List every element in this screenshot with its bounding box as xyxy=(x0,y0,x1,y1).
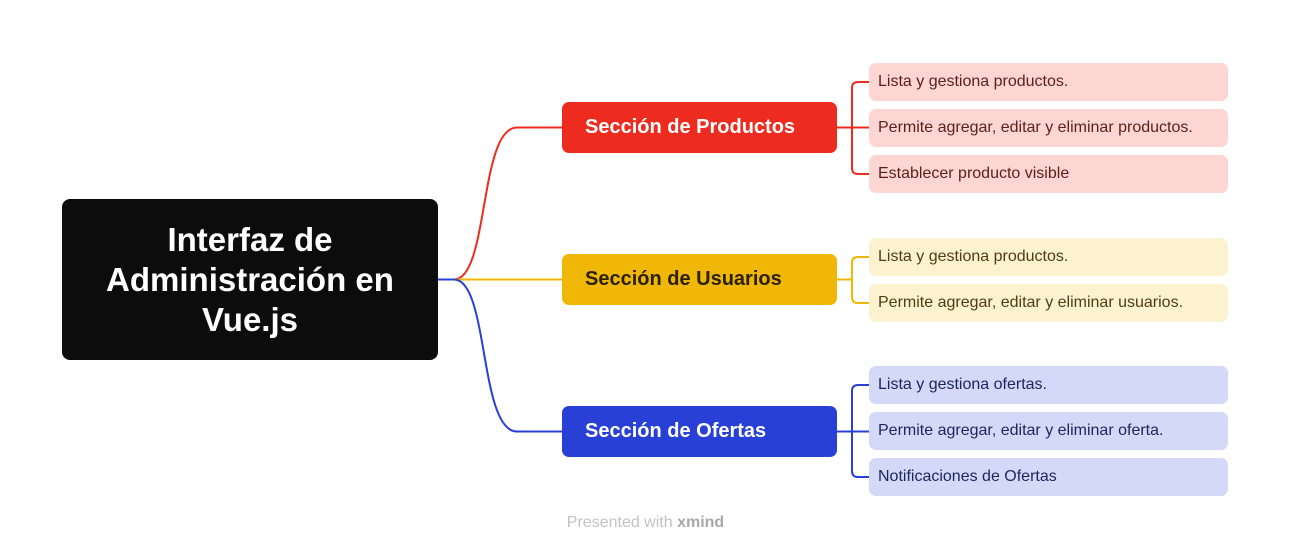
branch-productos[interactable]: Sección de Productos xyxy=(562,102,837,153)
root-topic[interactable]: Interfaz de Administración en Vue.js xyxy=(62,199,438,360)
branch-label: Sección de Productos xyxy=(585,116,796,138)
leaf-label: Lista y gestiona ofertas. xyxy=(878,376,1047,393)
leaf-topic[interactable]: Lista y gestiona productos. xyxy=(869,63,1228,101)
leaf-label: Permite agregar, editar y eliminar produ… xyxy=(878,119,1193,136)
footer-brand: xmind xyxy=(677,514,725,531)
branch-usuarios[interactable]: Sección de Usuarios xyxy=(562,254,837,305)
leaf-topic[interactable]: Establecer producto visible xyxy=(869,155,1228,193)
leaf-topic[interactable]: Permite agregar, editar y eliminar produ… xyxy=(869,109,1228,147)
leaf-connector xyxy=(851,279,869,304)
leaf-topic[interactable]: Permite agregar, editar y eliminar usuar… xyxy=(869,284,1228,322)
leaf-topic[interactable]: Lista y gestiona ofertas. xyxy=(869,366,1228,404)
leaf-topic[interactable]: Notificaciones de Ofertas xyxy=(869,458,1228,496)
leaf-connector xyxy=(851,256,869,280)
leaf-label: Permite agregar, editar y eliminar ofert… xyxy=(878,422,1164,439)
leaf-topic[interactable]: Lista y gestiona productos. xyxy=(869,238,1228,276)
branch-ofertas[interactable]: Sección de Ofertas xyxy=(562,406,837,457)
leaf-label: Lista y gestiona productos. xyxy=(878,73,1069,90)
footer-prefix: Presented with xyxy=(566,514,678,531)
branch-connector xyxy=(453,126,562,281)
leaf-label: Lista y gestiona productos. xyxy=(878,248,1069,265)
leaf-topic[interactable]: Permite agregar, editar y eliminar ofert… xyxy=(869,412,1228,450)
branch-label: Sección de Ofertas xyxy=(585,420,767,442)
leaf-label: Notificaciones de Ofertas xyxy=(878,468,1057,485)
branch-connector xyxy=(453,278,562,433)
leaf-label: Permite agregar, editar y eliminar usuar… xyxy=(878,294,1184,311)
footer-credit: Presented with xmind xyxy=(0,514,1291,532)
leaf-label: Establecer producto visible xyxy=(878,165,1070,182)
leaf-connector xyxy=(851,384,869,432)
root-topic-label: Interfaz de Administración en Vue.js xyxy=(106,220,394,338)
leaf-connector xyxy=(851,81,869,128)
leaf-connector xyxy=(851,431,869,478)
branch-label: Sección de Usuarios xyxy=(585,268,782,290)
leaf-connector xyxy=(851,127,869,175)
